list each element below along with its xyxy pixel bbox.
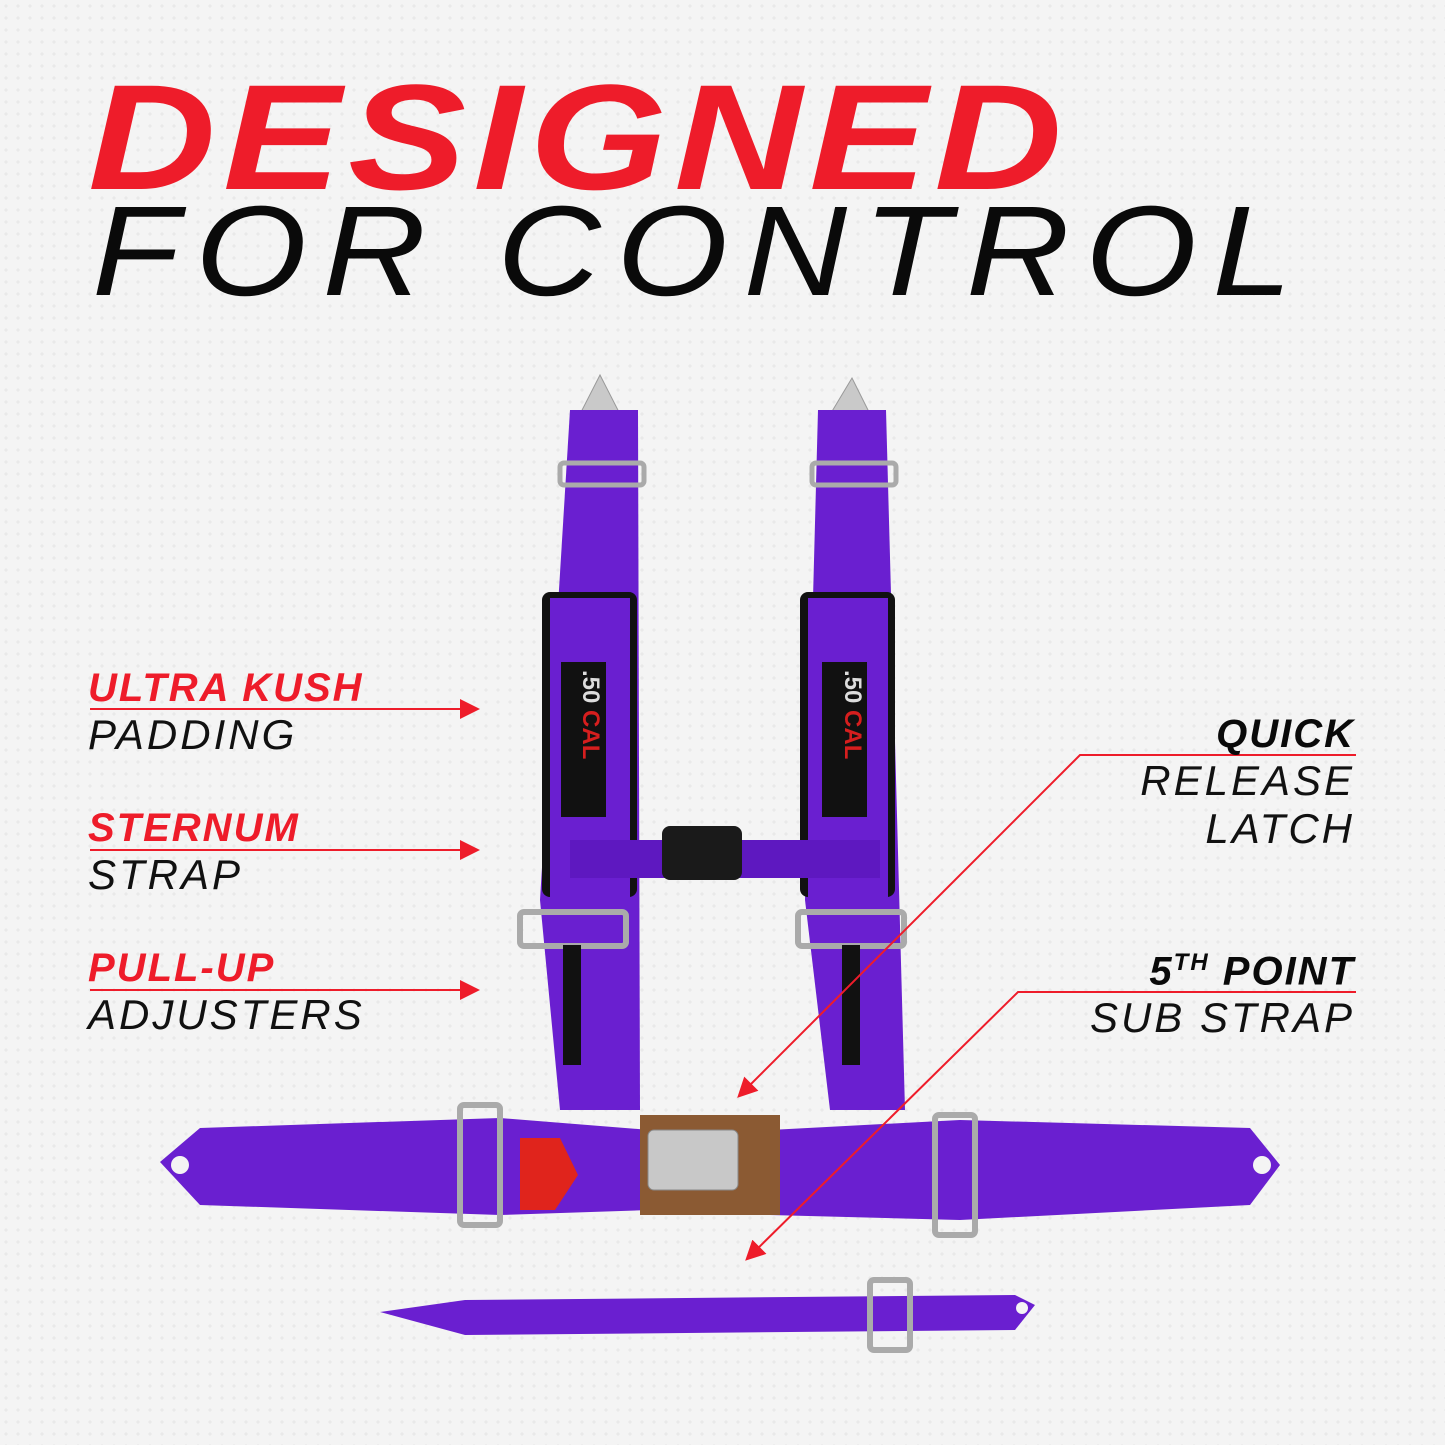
feature-sternum: STERNUM STRAP xyxy=(88,808,300,896)
quick-release-latch xyxy=(647,1129,739,1191)
headline-line1: DESIGNED xyxy=(88,53,1070,221)
title-superscript: TH xyxy=(1173,949,1210,976)
left-lap-belt xyxy=(160,1118,650,1215)
feature-title: QUICK xyxy=(1216,712,1355,756)
title-number: 5 xyxy=(1149,949,1174,994)
feature-quick-release: QUICK RELEASE LATCH xyxy=(1140,714,1355,850)
feature-pull-up: PULL-UP ADJUSTERS xyxy=(88,948,365,1036)
feature-5th-point: 5TH POINT SUB STRAP xyxy=(1090,951,1355,1039)
callout-lines xyxy=(90,699,1356,1261)
title-rest: POINT xyxy=(1209,949,1355,994)
feature-ultra-kush: ULTRA KUSH PADDING xyxy=(88,668,364,756)
sternum-buckle xyxy=(662,826,742,880)
svg-text:.50 CAL: .50 CAL xyxy=(577,670,604,759)
feature-subtitle: SUB STRAP xyxy=(1089,994,1355,1042)
right-lap-belt xyxy=(770,1120,1280,1220)
svg-text:.50 CAL: .50 CAL xyxy=(839,670,866,759)
feature-title: PULL-UP xyxy=(88,946,276,990)
feature-subtitle: PADDING xyxy=(88,711,298,758)
feature-subtitle: LATCH xyxy=(1205,805,1355,852)
feature-title: ULTRA KUSH xyxy=(88,666,364,710)
feature-subtitle: ADJUSTERS xyxy=(88,991,365,1038)
sub-strap xyxy=(380,1295,1035,1335)
headline-line2: FOR CONTROL xyxy=(92,180,1308,323)
feature-title: STERNUM xyxy=(88,806,300,850)
feature-title: 5TH POINT xyxy=(1090,949,1355,994)
feature-subtitle: STRAP xyxy=(88,851,244,898)
feature-subtitle: RELEASE xyxy=(1140,757,1355,804)
